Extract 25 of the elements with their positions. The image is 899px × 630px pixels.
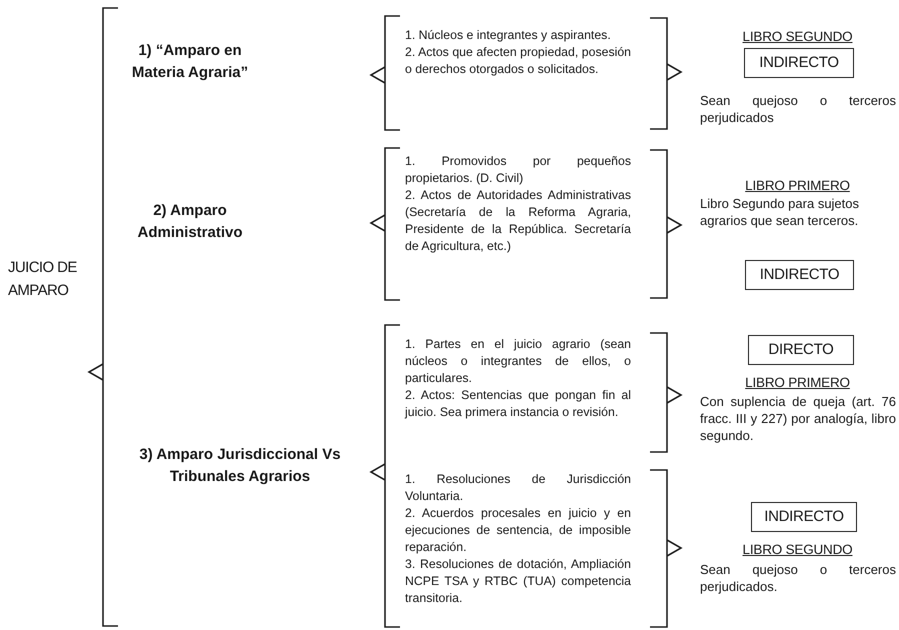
list-item: 1. Promovidos por pequeños propietarios. (D. Civil) xyxy=(405,153,631,187)
list-item: 3. Resoluciones de dotación, Ampliación NCPE TSA y RTBC (TUA) competencia transitoria. xyxy=(405,556,631,607)
list-item: 1. Núcleos e integrantes y aspirantes. xyxy=(405,27,612,44)
book-heading: LIBRO PRIMERO xyxy=(744,375,851,390)
category-heading: 1) “Amparo en Materia Agraria” xyxy=(110,40,270,84)
list-item: 2. Actos de Autoridades Administrativas (Secretaría de la Reforma Agraria, Presidente de la República. Secretaría de Agricultura, etc.) xyxy=(405,187,631,255)
book-heading: LIBRO SEGUNDO xyxy=(742,29,854,44)
label-box: INDIRECTO xyxy=(745,260,854,290)
label-box: INDIRECTO xyxy=(751,502,857,532)
note-text: Sean quejoso o terceros perjudicados. xyxy=(700,561,896,595)
list-item: 2. Acuerdos procesales en juicio y en ejecuciones de sentencia, de imposible reparación. xyxy=(405,505,631,556)
note-text: Sean quejoso o terceros perjudicados xyxy=(700,92,896,126)
label-box: INDIRECTO xyxy=(744,48,854,78)
label-box: DIRECTO xyxy=(748,335,854,365)
book-heading: LIBRO SEGUNDO xyxy=(742,542,854,557)
category-heading: 3) Amparo Jurisdiccional Vs Tribunales Agrarios xyxy=(120,444,360,488)
title-text: JUICIO DE AMPARO xyxy=(8,256,88,302)
category-heading: 2) Amparo Administrativo xyxy=(110,200,270,244)
list-item: 2. Actos que afecten propiedad, posesión o derechos otorgados o solicitados. xyxy=(405,44,631,78)
note-text: Con suplencia de queja (art. 76 fracc. III y 227) por analogía, libro segundo. xyxy=(700,393,896,444)
list-item: 1. Resoluciones de Jurisdicción Voluntaria. xyxy=(405,471,631,505)
note-text: Libro Segundo para sujetos agrarios que sean terceros. xyxy=(700,195,860,229)
list-item: 1. Partes en el juicio agrario (sean núcleos o integrantes de ellos, o particulares. xyxy=(405,336,631,387)
book-heading: LIBRO PRIMERO xyxy=(744,178,851,193)
list-item: 2. Actos: Sentencias que pongan fin al juicio. Sea primera instancia o revisión. xyxy=(405,387,631,421)
